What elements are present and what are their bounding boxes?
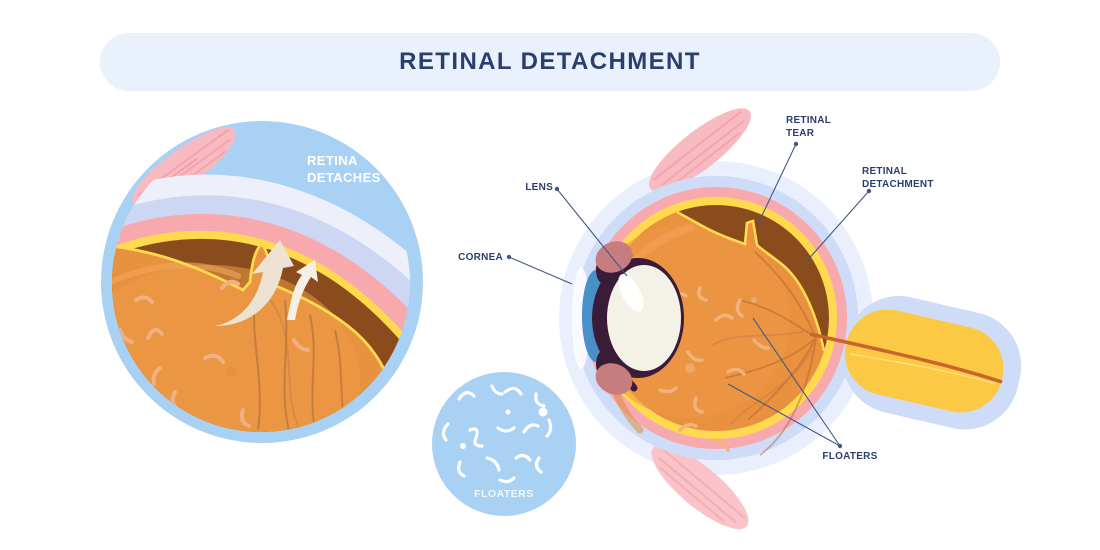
eye-cross-section [559, 108, 1022, 530]
ciliary-body-bottom [595, 363, 633, 395]
detached-retina-closeup [101, 121, 423, 443]
cornea-leader-line [508, 256, 573, 285]
floaters-leader-line-2 [727, 383, 841, 447]
eye-muscle-bottom [651, 444, 749, 530]
detachment-space [677, 205, 829, 351]
lens-leader-line [556, 188, 628, 277]
retinal-tear-label-line1: RETINAL [786, 115, 832, 126]
floaters-leader-line-1 [752, 317, 841, 447]
floaters-vignette-background [432, 372, 576, 516]
fluid-flow-arrows [214, 240, 318, 327]
floaters-squiggles [441, 384, 553, 484]
anterior-segment [572, 241, 684, 395]
retinal-tear-label-line2: TEAR [786, 128, 815, 139]
central-retinal-artery [809, 332, 1003, 384]
leader-dots [506, 141, 872, 449]
eye-muscle-top [648, 108, 752, 192]
lens-body [607, 265, 681, 371]
floaters-label: FLOATERS [822, 451, 878, 462]
retinal-tear-leader-line [756, 143, 797, 227]
page-title: RETINAL DETACHMENT [399, 48, 701, 75]
vitreous-highlight [112, 265, 360, 432]
retinal-detachment-label: RETINAL DETACHMENT [862, 165, 934, 191]
floaters-vignette [432, 372, 576, 516]
retina-detaches-caption: RETINA DETACHES [307, 152, 381, 186]
lens-highlight [618, 273, 644, 313]
lens-label: LENS [525, 182, 553, 193]
torn-retina-edge [676, 210, 826, 352]
retinal-tear-label: RETINAL TEAR [786, 114, 831, 140]
retina-detaches-line1: RETINA [307, 153, 358, 168]
title-banner: RETINAL DETACHMENT [100, 33, 1000, 91]
retina-detaches-line2: DETACHES [307, 170, 381, 185]
retinal-detachment-label-line2: DETACHMENT [862, 179, 934, 190]
leader-lines [508, 143, 870, 447]
cornea-label: CORNEA [458, 252, 503, 263]
floaters-vignette-caption: FLOATERS [474, 488, 534, 500]
retinal-detachment-leader-line [804, 190, 870, 264]
retinal-detachment-label-line1: RETINAL [862, 166, 908, 177]
